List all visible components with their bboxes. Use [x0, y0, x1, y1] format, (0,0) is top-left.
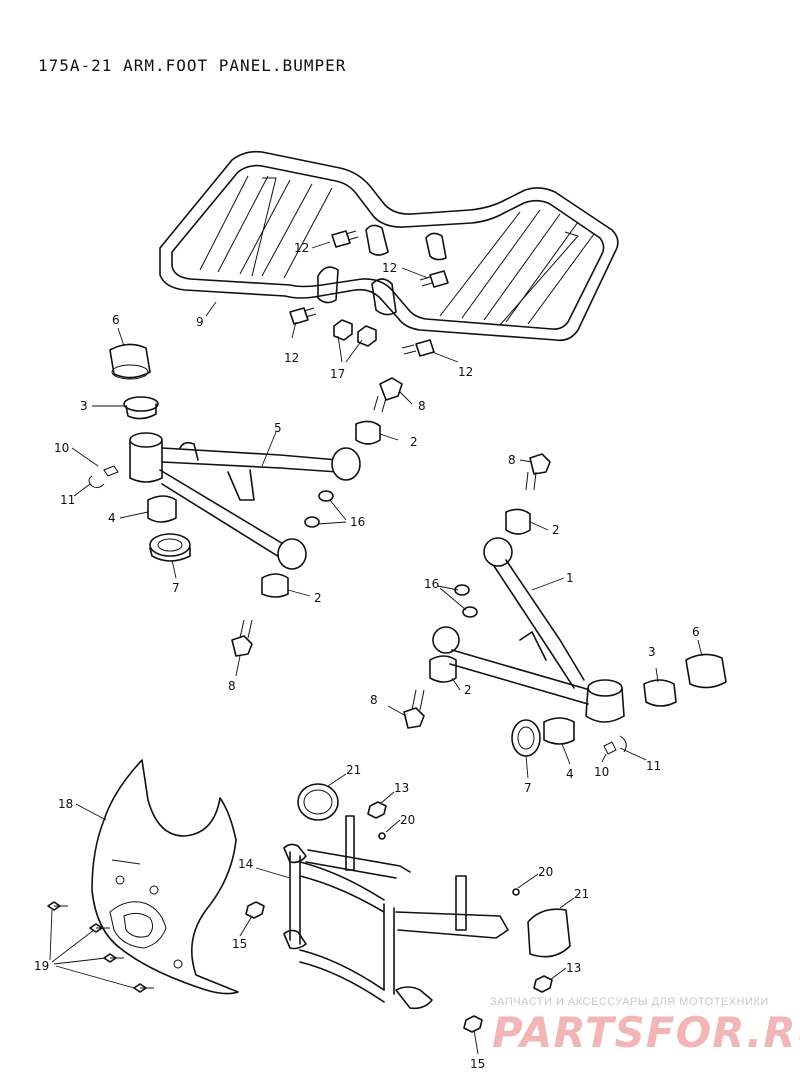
- callout-10: 10: [594, 765, 609, 779]
- foot-panel-rack: [159, 150, 619, 357]
- callout-12: 12: [294, 241, 309, 255]
- callout-13: 13: [566, 961, 581, 975]
- callout-2: 2: [410, 435, 418, 449]
- callout-20: 20: [538, 865, 553, 879]
- callout-4: 4: [566, 767, 574, 781]
- lower-arm-right: [403, 453, 727, 757]
- callout-15: 15: [232, 937, 247, 951]
- callout-8: 8: [228, 679, 236, 693]
- bumper-bracket-frame: [245, 783, 571, 1033]
- watermark-logo: PARTSFOR.RU: [492, 1008, 800, 1057]
- callout-11: 11: [646, 759, 661, 773]
- watermark-caption: ЗАПЧАСТИ И АКСЕССУАРЫ ДЛЯ МОТОТЕХНИКИ: [490, 996, 769, 1008]
- callout-17: 17: [330, 367, 345, 381]
- callout-16: 16: [424, 577, 439, 591]
- callout-2: 2: [552, 523, 560, 537]
- leader-lines: [49, 241, 703, 1055]
- callout-12: 12: [382, 261, 397, 275]
- callout-6: 6: [112, 313, 120, 327]
- callout-7: 7: [172, 581, 180, 595]
- callout-8: 8: [508, 453, 516, 467]
- callout-2: 2: [314, 591, 322, 605]
- callout-1: 1: [566, 571, 574, 585]
- callout-6: 6: [692, 625, 700, 639]
- callout-10: 10: [54, 441, 69, 455]
- callout-7: 7: [524, 781, 532, 795]
- upper-arm-left: [88, 343, 403, 657]
- callout-21: 21: [574, 887, 589, 901]
- callout-3: 3: [80, 399, 88, 413]
- callout-labels: 9 12 12 12 12 17 6 3 10 11 4 7 5 8 2 16 …: [34, 241, 700, 1071]
- callout-21: 21: [346, 763, 361, 777]
- callout-14: 14: [238, 857, 253, 871]
- page-title: 175A-21 ARM.FOOT PANEL.BUMPER: [38, 56, 347, 75]
- callout-15: 15: [470, 1057, 485, 1071]
- callout-3: 3: [648, 645, 656, 659]
- callout-13: 13: [394, 781, 409, 795]
- callout-4: 4: [108, 511, 116, 525]
- callout-9: 9: [196, 315, 204, 329]
- callout-19: 19: [34, 959, 49, 973]
- callout-5: 5: [274, 421, 282, 435]
- callout-20: 20: [400, 813, 415, 827]
- callout-16: 16: [350, 515, 365, 529]
- callout-8: 8: [418, 399, 426, 413]
- callout-18: 18: [58, 797, 73, 811]
- callout-12: 12: [458, 365, 473, 379]
- callout-2: 2: [464, 683, 472, 697]
- bumper-skid-plate: [47, 759, 239, 995]
- callout-12: 12: [284, 351, 299, 365]
- callout-11: 11: [60, 493, 75, 507]
- callout-8: 8: [370, 693, 378, 707]
